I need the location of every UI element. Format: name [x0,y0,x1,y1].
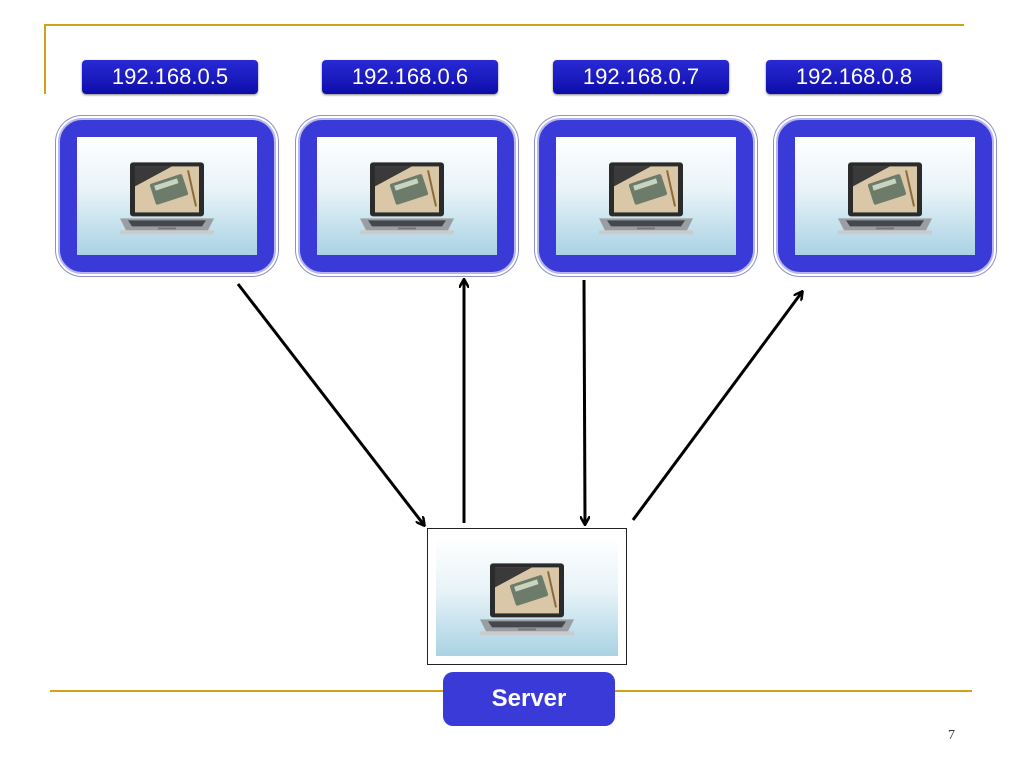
top-rule [44,24,964,26]
page-number: 7 [948,728,955,743]
arrow-client3-to-server [584,279,585,524]
client-ip-label: 192.168.0.6 [322,60,498,94]
laptop-icon [838,162,932,235]
laptop-icon [480,562,574,635]
client-node-3 [537,118,755,274]
client-ip-label: 192.168.0.7 [553,60,729,94]
client-node-2 [298,118,516,274]
client-ip-label: 192.168.0.5 [82,60,258,94]
bottom-rule-left [50,690,443,692]
arrow-client1-to-server [236,283,424,525]
client-node-1 [58,118,276,274]
arrow-server-to-client4 [631,292,802,521]
client-node-4 [776,118,994,274]
top-left-rule [44,24,46,94]
laptop-icon [599,162,693,235]
bottom-rule-right [615,690,972,692]
laptop-icon [120,162,214,235]
laptop-icon [360,162,454,235]
server-label: Server [443,672,615,726]
server-node [427,528,627,665]
client-ip-label: 192.168.0.8 [766,60,942,94]
